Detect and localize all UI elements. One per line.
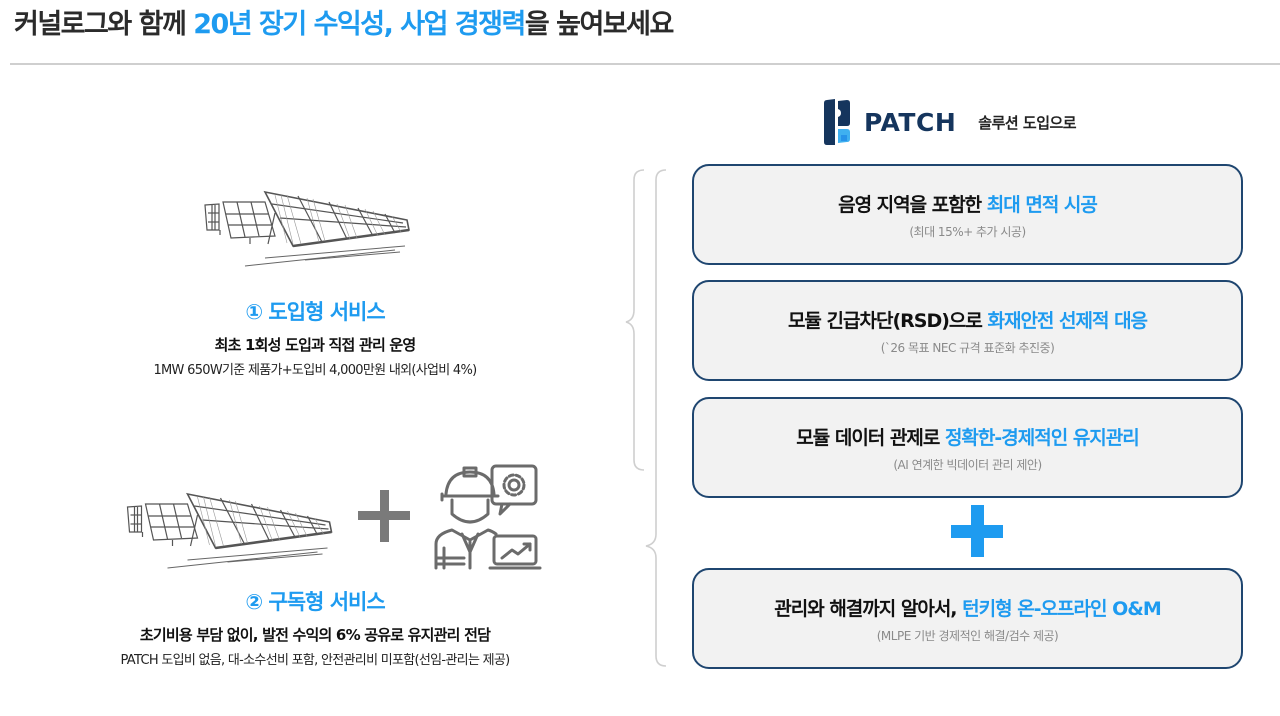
- plus-icon: [358, 490, 410, 542]
- plus-icon: [951, 505, 1003, 557]
- feature-box: 모듈 데이터 관제로 정확한-경제적인 유지관리 (AI 연계한 빅데이터 관리…: [692, 397, 1243, 498]
- engineer-icon: [434, 464, 542, 570]
- title-suffix: 을 높여보세요: [524, 9, 674, 40]
- service-sub: PATCH 도입비 없음, 대-소수선비 포함, 안전관리비 미포함(선임-관리…: [120, 653, 510, 668]
- feature-sub: (최대 15%+ 추가 시공): [909, 225, 1026, 239]
- title-prefix: 커널로그와 함께: [14, 9, 194, 40]
- feature-sub: (AI 연계한 빅데이터 관리 제안): [893, 458, 1042, 472]
- solar-panel-icon: [204, 190, 410, 267]
- patch-logo-icon: [824, 99, 850, 145]
- feature-main: 모듈 긴급차단(RSD)으로 화재안전 선제적 대응: [694, 306, 1241, 333]
- feature-box: 관리와 해결까지 알아서, 턴키형 온-오프라인 O&M (MLPE 기반 경제…: [692, 568, 1243, 669]
- feature-main-prefix: 모듈 데이터 관제로: [796, 427, 945, 449]
- service-subscription: ② 구독형 서비스 초기비용 부담 없이, 발전 수익의 6% 공유로 유지관리…: [40, 586, 590, 668]
- feature-main-prefix: 모듈 긴급차단(RSD)으로: [787, 310, 988, 332]
- feature-main: 음영 지역을 포함한 최대 면적 시공: [694, 190, 1241, 217]
- feature-main-prefix: 음영 지역을 포함한: [838, 194, 987, 216]
- brand-header: PATCH 솔루션 도입으로: [822, 99, 1077, 145]
- brace-service-1: [625, 169, 645, 471]
- service-title: ① 도입형 서비스: [245, 300, 385, 324]
- feature-main-accent: 화재안전 선제적 대응: [987, 310, 1148, 332]
- service-main: 최초 1회성 도입과 직접 관리 운영: [214, 336, 417, 354]
- feature-main-accent: 정확한-경제적인 유지관리: [944, 427, 1140, 449]
- solar-panel-icon: [126, 492, 333, 569]
- feature-main-prefix: 관리와 해결까지 알아서,: [774, 598, 963, 620]
- feature-box: 음영 지역을 포함한 최대 면적 시공 (최대 15%+ 추가 시공): [692, 164, 1243, 265]
- feature-sub: (MLPE 기반 경제적인 해결/검수 제공): [876, 629, 1059, 643]
- feature-main: 관리와 해결까지 알아서, 턴키형 온-오프라인 O&M: [694, 594, 1241, 621]
- feature-main-accent: 턴키형 온-오프라인 O&M: [962, 598, 1162, 620]
- page-title: 커널로그와 함께 20년 장기 수익성, 사업 경쟁력을 높여보세요: [14, 2, 674, 41]
- feature-box: 모듈 긴급차단(RSD)으로 화재안전 선제적 대응 (`26 목표 NEC 규…: [692, 280, 1243, 381]
- header-divider: [10, 63, 1280, 65]
- feature-sub: (`26 목표 NEC 규격 표준화 추진중): [880, 341, 1055, 355]
- service-title: ② 구독형 서비스: [245, 590, 385, 614]
- brace-service-2: [645, 169, 667, 667]
- brand-suffix: 솔루션 도입으로: [978, 113, 1077, 132]
- feature-main: 모듈 데이터 관제로 정확한-경제적인 유지관리: [694, 423, 1241, 450]
- brand-name: PATCH: [864, 107, 957, 137]
- feature-main-accent: 최대 면적 시공: [986, 194, 1098, 216]
- service-intro: ① 도입형 서비스 최초 1회성 도입과 직접 관리 운영 1MW 650W기준…: [115, 296, 515, 378]
- title-accent: 20년 장기 수익성, 사업 경쟁력: [193, 9, 526, 40]
- service-sub: 1MW 650W기준 제품가+도입비 4,000만원 내외(사업비 4%): [153, 363, 477, 378]
- service-main: 초기비용 부담 없이, 발전 수익의 6% 공유로 유지관리 전담: [139, 626, 491, 644]
